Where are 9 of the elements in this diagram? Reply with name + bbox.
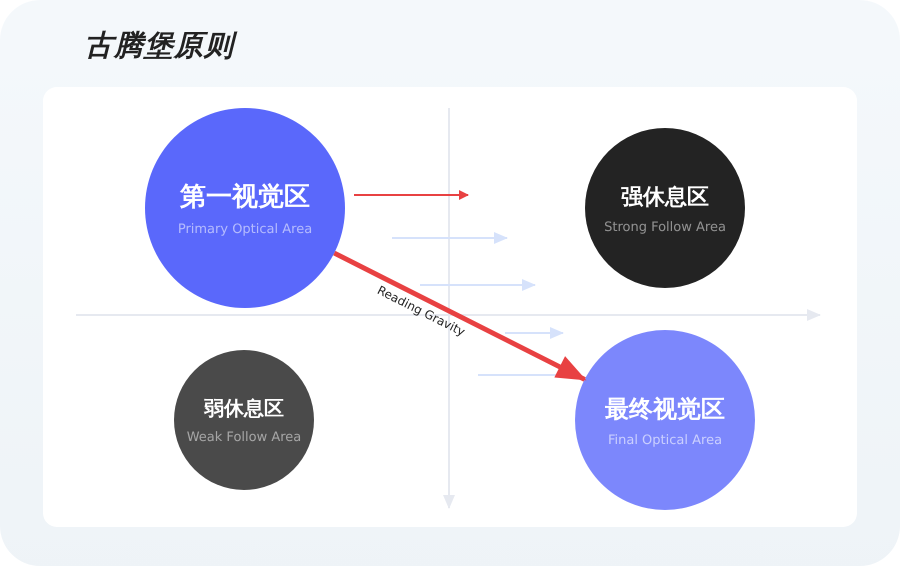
zone-title: 第一视觉区 [180, 181, 310, 214]
zone-title: 弱休息区 [204, 395, 284, 422]
zone-subtitle: Strong Follow Area [604, 220, 726, 234]
arrow [333, 250, 586, 382]
zone-title: 最终视觉区 [605, 394, 725, 424]
zone-subtitle: Final Optical Area [608, 432, 722, 448]
zone-subtitle: Primary Optical Area [178, 222, 312, 237]
zone-title: 强休息区 [621, 184, 709, 212]
zone-subtitle: Weak Follow Area [186, 430, 302, 445]
